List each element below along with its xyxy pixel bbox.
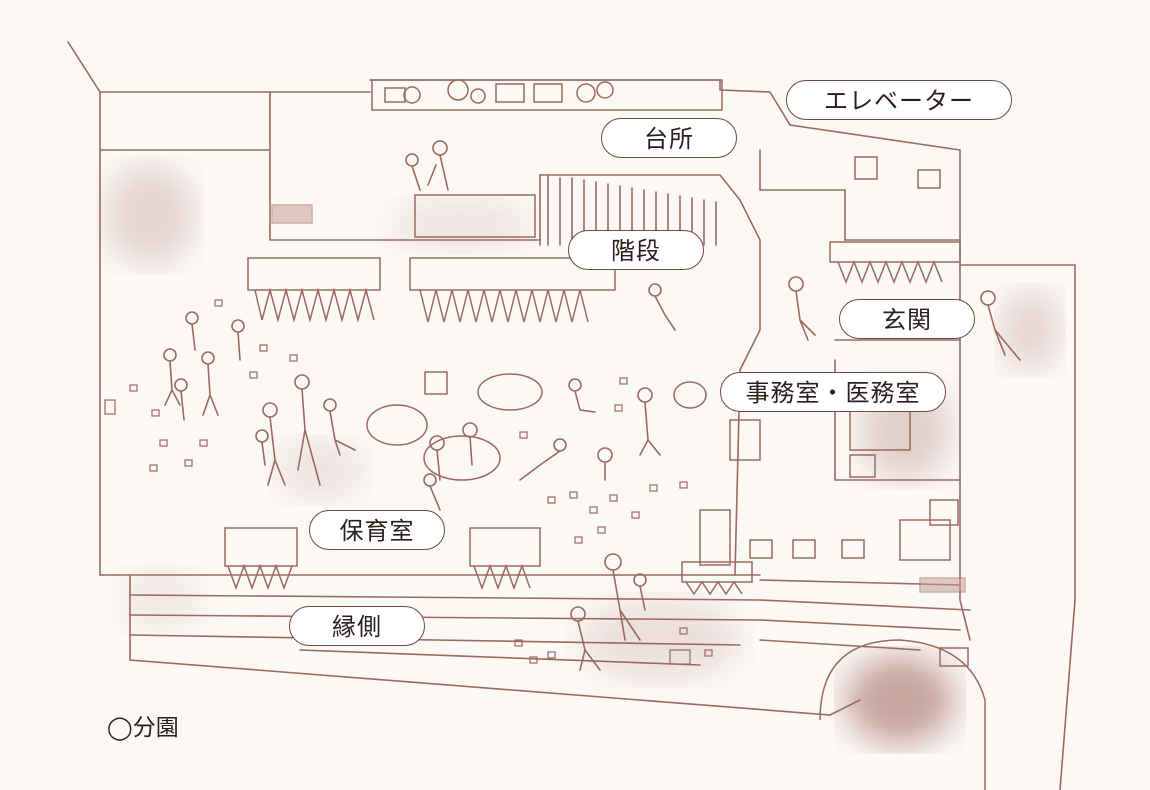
building-outline	[67, 41, 1076, 790]
label-stairs: 階段	[568, 230, 704, 270]
furniture	[366, 156, 986, 790]
label-entrance: 玄関	[839, 299, 975, 339]
label-elevator: エレベーター	[786, 80, 1012, 120]
label-kitchen: 台所	[601, 118, 737, 158]
people-sketches	[163, 140, 1021, 671]
label-nursery: 保育室	[309, 510, 445, 550]
caption-branch: ◯分園	[107, 715, 179, 741]
kitchen-counter	[271, 79, 723, 238]
label-office: 事務室・医務室	[720, 372, 946, 412]
label-veranda: 縁側	[289, 606, 425, 646]
scattered-cards	[104, 299, 713, 665]
shelves	[224, 241, 961, 596]
